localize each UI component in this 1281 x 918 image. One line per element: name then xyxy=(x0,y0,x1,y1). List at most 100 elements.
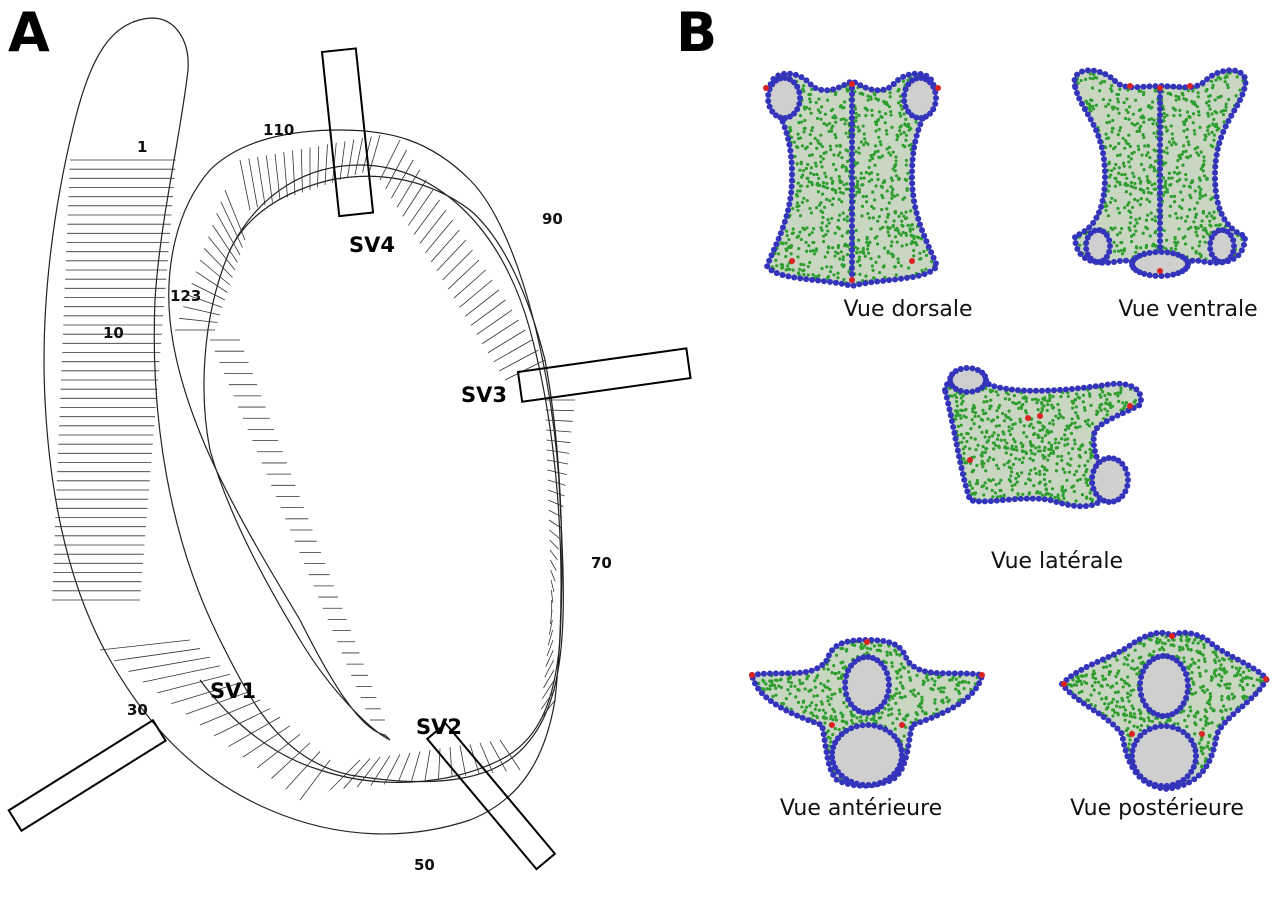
ventral-scale-line xyxy=(403,180,427,216)
semilandmark-dot xyxy=(863,137,866,140)
curve-landmark-dot xyxy=(1219,648,1225,654)
semilandmark-dot xyxy=(895,138,898,141)
curve-landmark-dot xyxy=(909,162,915,168)
semilandmark-dot xyxy=(1069,457,1072,460)
semilandmark-dot xyxy=(809,100,812,103)
semilandmark-dot xyxy=(1012,448,1015,451)
semilandmark-dot xyxy=(1075,680,1078,683)
semilandmark-dot xyxy=(1213,659,1216,662)
curve-landmark-dot xyxy=(783,707,789,713)
semilandmark-dot xyxy=(1010,453,1013,456)
curve-landmark-dot xyxy=(849,229,855,235)
semilandmark-dot xyxy=(1041,406,1044,409)
curve-landmark-dot xyxy=(997,385,1003,391)
semilandmark-dot xyxy=(1202,746,1205,749)
semilandmark-dot xyxy=(825,151,828,154)
curve-landmark-dot xyxy=(1152,724,1158,730)
semilandmark-dot xyxy=(813,679,816,682)
semilandmark-dot xyxy=(1118,166,1121,169)
semilandmark-dot xyxy=(1058,409,1061,412)
semilandmark-dot xyxy=(859,264,862,267)
semilandmark-dot xyxy=(1204,760,1207,763)
semilandmark-dot xyxy=(980,431,983,434)
semilandmark-dot xyxy=(864,107,867,110)
semilandmark-dot xyxy=(869,257,872,260)
semilandmark-dot xyxy=(889,113,892,116)
curve-landmark-dot xyxy=(1209,752,1215,758)
semilandmark-dot xyxy=(823,172,826,175)
semilandmark-dot xyxy=(893,219,896,222)
semilandmark-dot xyxy=(904,139,907,142)
semilandmark-dot xyxy=(1071,447,1074,450)
semilandmark-dot xyxy=(811,126,814,129)
semilandmark-dot xyxy=(905,163,908,166)
semilandmark-dot xyxy=(957,690,960,693)
curve-landmark-dot xyxy=(1096,711,1102,717)
semilandmark-dot xyxy=(821,211,824,214)
curve-landmark-dot xyxy=(1147,250,1153,256)
semilandmark-dot xyxy=(866,236,869,239)
semilandmark-dot xyxy=(811,273,814,276)
curve-landmark-dot xyxy=(849,121,855,127)
semilandmark-dot xyxy=(992,441,995,444)
curve-landmark-dot xyxy=(813,85,819,91)
fixed-landmark-dot xyxy=(1127,83,1133,89)
semilandmark-dot xyxy=(973,491,976,494)
ventral-scale-line xyxy=(200,700,260,725)
semilandmark-dot xyxy=(1198,126,1201,129)
curve-landmark-dot xyxy=(1159,630,1165,636)
semilandmark-dot xyxy=(1231,665,1234,668)
semilandmark-dot xyxy=(1140,153,1143,156)
semilandmark-dot xyxy=(837,244,840,247)
curve-landmark-dot xyxy=(1120,410,1126,416)
semilandmark-dot xyxy=(955,678,958,681)
semilandmark-dot xyxy=(1071,417,1074,420)
semilandmark-dot xyxy=(1110,130,1113,133)
ventral-scale-line xyxy=(100,640,190,650)
semilandmark-dot xyxy=(1210,721,1213,724)
semilandmark-dot xyxy=(787,680,790,683)
semilandmark-dot xyxy=(1004,414,1007,417)
semilandmark-dot xyxy=(1009,433,1012,436)
semilandmark-dot xyxy=(1022,456,1025,459)
semilandmark-dot xyxy=(1170,143,1173,146)
semilandmark-dot xyxy=(1246,683,1249,686)
ventral-scale-line xyxy=(448,260,479,289)
curve-landmark-dot xyxy=(1086,224,1092,230)
semilandmark-dot xyxy=(884,220,887,223)
curve-landmark-dot xyxy=(1153,630,1159,636)
semilandmark-dot xyxy=(1119,391,1122,394)
semilandmark-dot xyxy=(1174,248,1177,251)
curve-landmark-dot xyxy=(841,82,847,88)
curve-landmark-dot xyxy=(1215,729,1221,735)
semilandmark-dot xyxy=(830,715,833,718)
semilandmark-dot xyxy=(1037,436,1040,439)
curve-landmark-dot xyxy=(982,498,988,504)
fixed-landmark-dot xyxy=(1169,633,1175,639)
curve-landmark-dot xyxy=(1157,106,1163,112)
semilandmark-dot xyxy=(1013,394,1016,397)
curve-landmark-dot xyxy=(849,247,855,253)
semilandmark-dot xyxy=(1073,442,1076,445)
curve-landmark-dot xyxy=(1260,682,1266,688)
curve-landmark-dot xyxy=(945,401,951,407)
semilandmark-dot xyxy=(1113,167,1116,170)
semilandmark-dot xyxy=(1105,398,1108,401)
semilandmark-dot xyxy=(815,101,818,104)
semilandmark-dot xyxy=(873,644,876,647)
semilandmark-dot xyxy=(991,489,994,492)
semilandmark-dot xyxy=(922,679,925,682)
semilandmark-dot xyxy=(826,123,829,126)
semilandmark-dot xyxy=(929,687,932,690)
semilandmark-dot xyxy=(842,117,845,120)
semilandmark-dot xyxy=(1146,227,1149,230)
semilandmark-dot xyxy=(1193,638,1196,641)
semilandmark-dot xyxy=(764,682,767,685)
semilandmark-dot xyxy=(1220,698,1223,701)
curve-landmark-dot xyxy=(849,193,855,199)
curve-landmark-dot xyxy=(1104,418,1110,424)
semilandmark-dot xyxy=(815,173,818,176)
curve-landmark-dot xyxy=(1234,229,1240,235)
semilandmark-dot xyxy=(820,267,823,270)
semilandmark-dot xyxy=(879,644,882,647)
